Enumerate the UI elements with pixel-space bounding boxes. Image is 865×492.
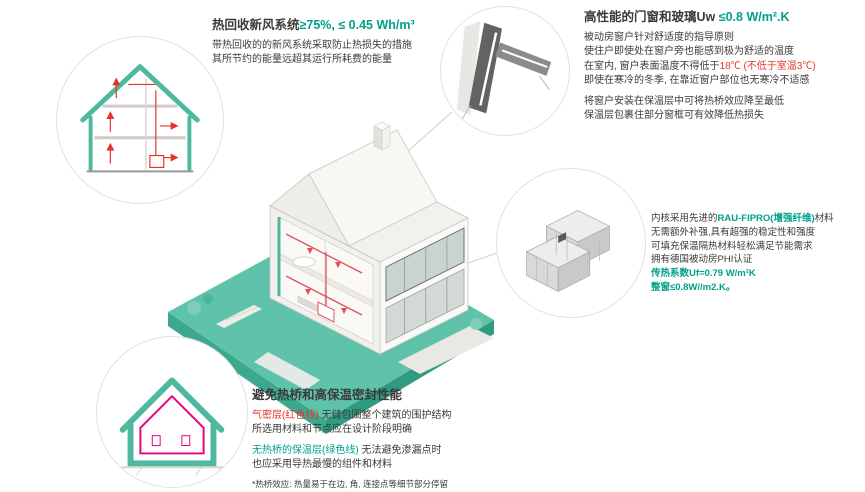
hrv-body-line: 其所节约的能量远超其运行所耗费的能量 — [212, 54, 392, 66]
profile-body-line: 拥有德国被动房PHI认证 — [651, 254, 753, 266]
profile-text-block: 内核采用先进的RAU-FIPRO(增强纤维)材料 无需额外补强,具有超强的稳定性… — [651, 212, 865, 295]
hrv-unit — [317, 301, 335, 323]
windows-body-line: 即使在寒冷的冬季, 在靠近窗户部位也无寒冷不适感 — [584, 75, 810, 87]
hrv-text-block: 热回收新风系统≥75%, ≤ 0.45 Wh/m³ 带热回收的的新风系统采取防止… — [212, 18, 447, 68]
profile-body-line: 无需额外补强,具有超强的稳定性和强度 — [651, 226, 816, 238]
profile-uf-value: 传热系数Uf=0.79 W/m²K — [651, 268, 756, 280]
windows-body-line: 保温层包裹住部分窗框可有效降低热损失 — [584, 110, 764, 122]
window-corner-detail-illustration — [456, 20, 552, 122]
insulation-layer-label: 无热桥的保温层(绿色线) — [252, 444, 359, 456]
ventilation-ducts — [285, 233, 363, 323]
heat-exchanger-unit — [149, 154, 165, 169]
window-profile-circle — [496, 168, 646, 318]
isometric-house-illustration — [168, 121, 494, 434]
thermal-text-block: 避免热桥和高保温密封性能 气密层(红色线) 无缝包围整个建筑的围护结构 所选用材… — [252, 388, 527, 491]
hrv-title: 热回收新风系统≥75%, ≤ 0.45 Wh/m³ — [212, 18, 447, 34]
airtight-red-line — [139, 394, 205, 455]
bathtub — [292, 256, 316, 268]
hrv-house-section-illustration — [80, 64, 200, 173]
thermal-body-line: 也应采用导热最慢的组件和材料 — [252, 459, 392, 471]
ventilation-flow-arrows — [106, 77, 179, 169]
profile-line1-prefix: 内核采用先进的 — [651, 213, 718, 224]
windows-temp-line: 在室内, 窗户表面温度不得低于18℃ (不低于室温3℃) — [584, 60, 862, 75]
thermal-body-line: 所选用材料和节点应在设计阶段明确 — [252, 424, 412, 436]
thermal-airtight-line: 气密层(红色线) 无缝包围整个建筑的围护结构 — [252, 409, 527, 424]
windows-text-block: 高性能的门窗和玻璃Uw ≤0.8 W/m².K 被动房窗户针对舒适度的指导原则 … — [584, 10, 862, 124]
gasket-seal — [558, 232, 567, 243]
windows-temp-value: 18℃ (不低于室温3℃) — [719, 60, 816, 72]
windows-body-line: 使住户即使处在窗户旁也能感到极为舒适的温度 — [584, 46, 794, 58]
airtight-layer-label: 气密层(红色线) — [252, 409, 319, 421]
window-profile-illustration — [525, 210, 611, 292]
windows-title-label: 高性能的门窗和玻璃Uw — [584, 10, 719, 24]
window-mark — [181, 435, 191, 447]
windows-temp-prefix: 在室内, 窗户表面温度不得低于 — [584, 60, 720, 72]
hrv-section-circle — [56, 36, 224, 204]
hrv-title-value: ≥75%, ≤ 0.45 Wh/m³ — [299, 18, 415, 32]
profile-body-line: 可填充保温隔热材料轻松满足节能需求 — [651, 240, 813, 252]
profile-line-1: 内核采用先进的RAU-FIPRO(增强纤维)材料 — [651, 212, 865, 226]
window-detail-circle — [440, 6, 570, 136]
insulation-walls — [127, 423, 217, 467]
hrv-body-line: 带热回收的的新风系统采取防止热损失的措施 — [212, 39, 412, 51]
window-mark — [151, 435, 161, 447]
windows-title: 高性能的门窗和玻璃Uw ≤0.8 W/m².K — [584, 10, 862, 26]
profile-line1-highlight: RAU-FIPRO(增强纤维) — [717, 213, 815, 224]
airtight-layer-text: 无缝包围整个建筑的围护结构 — [318, 409, 452, 421]
hrv-title-label: 热回收新风系统 — [212, 18, 300, 32]
profile-line1-suffix: 材料 — [814, 213, 834, 224]
thermal-title: 避免热桥和高保温密封性能 — [252, 388, 403, 402]
thermal-footnote: *热桥效应: 热量易于在边, 角, 连接点等细节部分停留 — [252, 478, 448, 489]
windows-body-line: 将窗户安装在保温层中可将热桥效应降至最低 — [584, 95, 784, 107]
thermal-house-section-illustration — [112, 377, 232, 476]
windows-title-value: ≤0.8 W/m².K — [718, 10, 790, 24]
thermal-insulation-line: 无热桥的保温层(绿色线) 无法避免渗漏点时 — [252, 444, 527, 459]
windows-body-line: 被动房窗户针对舒适度的指导原则 — [584, 31, 734, 43]
chimney — [373, 121, 391, 151]
glazing — [385, 227, 465, 344]
thermal-section-circle — [96, 336, 248, 488]
insulation-layer-text: 无法避免渗漏点时 — [358, 444, 442, 456]
insulation-green-line — [119, 377, 225, 433]
profile-uw-value: 整窗≤0.8W//m2.K。 — [651, 281, 736, 293]
